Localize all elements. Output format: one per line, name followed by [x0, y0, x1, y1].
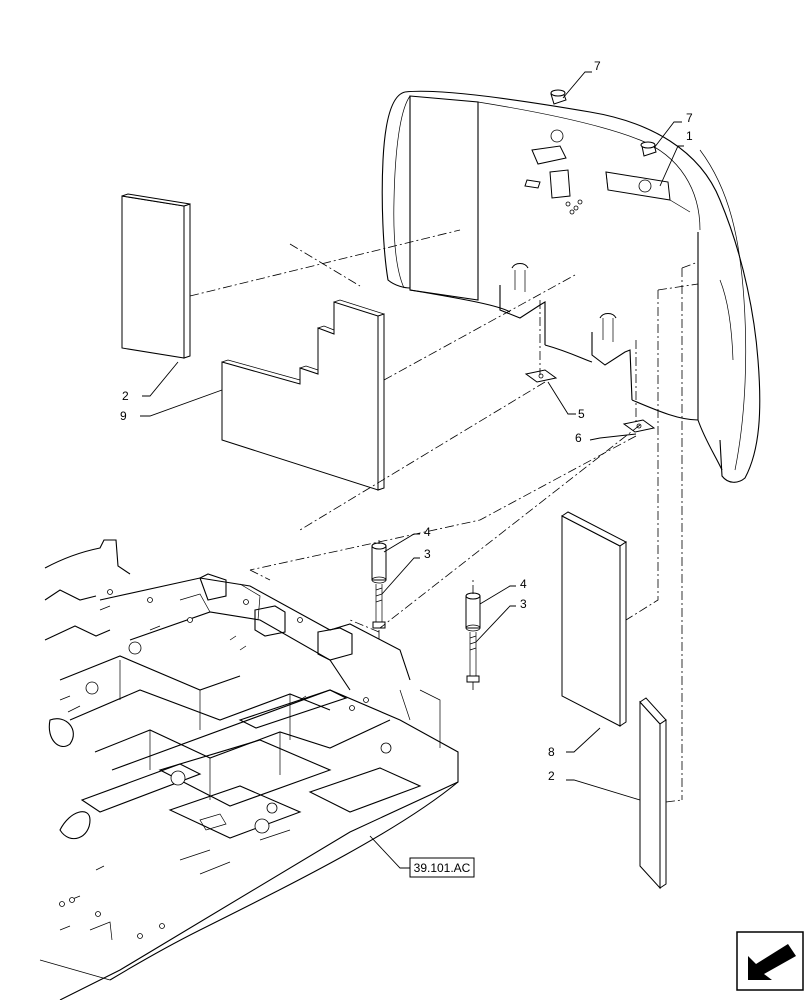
callout-label: 7: [594, 59, 601, 73]
pad-8: [561, 511, 627, 727]
pad-2-upper: [121, 193, 191, 359]
callout-label: 8: [548, 745, 555, 759]
next-page-arrow-icon[interactable]: [736, 931, 804, 991]
callout-3-right: 3: [475, 597, 527, 643]
callout-1: 1: [659, 129, 693, 187]
pad-2-lower: [639, 697, 667, 890]
callout-7b: 7: [653, 111, 693, 149]
bushing-4a: [371, 542, 387, 584]
callout-label: 4: [424, 525, 431, 539]
reference-callout: 39.101.AC: [369, 835, 475, 878]
pad-9-stepped: [221, 299, 385, 491]
callout-2-lower: 2: [548, 769, 641, 801]
callout-7a: 7: [562, 59, 601, 99]
callout-label: 2: [122, 389, 129, 403]
callout-8: 8: [548, 727, 601, 759]
bushing-4b: [465, 592, 481, 632]
callout-label: 4: [520, 577, 527, 591]
screw-7b: [640, 141, 657, 157]
callout-4-left: 4: [383, 525, 431, 553]
callout-3-left: 3: [381, 547, 431, 595]
counterweight: [381, 90, 761, 483]
upper-frame: [39, 539, 459, 1001]
screw-7a: [550, 89, 567, 105]
bolt-3a: [372, 584, 386, 629]
callout-label: 5: [578, 407, 585, 421]
callout-5: 5: [547, 381, 585, 421]
reference-label: 39.101.AC: [414, 861, 471, 875]
callout-label: 3: [424, 547, 431, 561]
callout-2-upper: 2: [122, 361, 179, 403]
assembly-lines: [189, 229, 699, 803]
callout-label: 7: [686, 111, 693, 125]
callout-label: 6: [575, 431, 582, 445]
callout-6: 6: [575, 431, 637, 445]
spacer-5: [524, 369, 558, 383]
callout-label: 2: [548, 769, 555, 783]
callout-label: 3: [520, 597, 527, 611]
callout-label: 9: [120, 409, 127, 423]
callout-4-right: 4: [479, 577, 527, 605]
callout-9: 9: [120, 389, 223, 423]
bolt-3b: [466, 632, 480, 683]
callout-label: 1: [686, 129, 693, 143]
